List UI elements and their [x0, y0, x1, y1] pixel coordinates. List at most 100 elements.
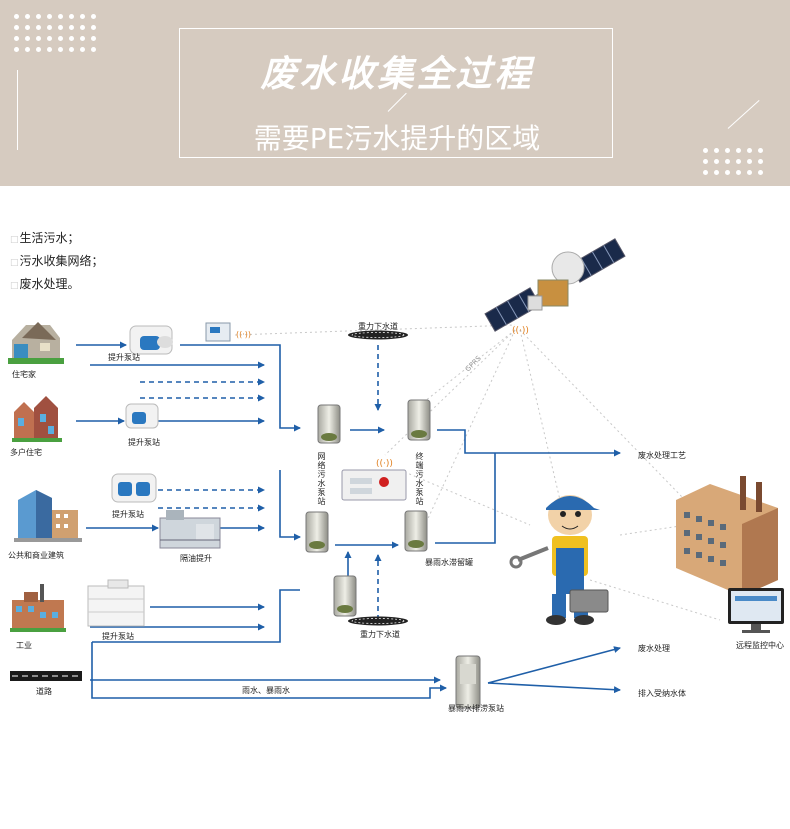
decor-dot [36, 47, 41, 52]
legend-item: 污水收集网络； [10, 251, 104, 274]
decor-dot [91, 14, 96, 19]
network-pump-tank-2 [305, 511, 329, 553]
gravity-sewer-pipe-bottom [348, 616, 408, 626]
decor-dot [758, 159, 763, 164]
storm-retention-tank [404, 510, 428, 552]
flow-lines [76, 341, 621, 699]
decor-dot [47, 25, 52, 30]
label-gravity-sewer-top: 重力下水道 [358, 322, 398, 331]
legend-item: 生活污水； [10, 228, 104, 251]
decor-dot [80, 14, 85, 19]
decor-dot [25, 25, 30, 30]
decor-dot [36, 25, 41, 30]
label-industry: 工业 [16, 641, 32, 650]
treatment-plant-icon [676, 476, 778, 596]
decor-dot [725, 159, 730, 164]
decor-dot [91, 25, 96, 30]
decor-dot [80, 36, 85, 41]
label-wastewater-treatment: 废水处理 [638, 644, 670, 653]
decor-dot [58, 36, 63, 41]
legend: 生活污水； 污水收集网络； 废水处理。 [10, 228, 104, 297]
label-multi-residential: 多户住宅 [10, 448, 42, 457]
decor-dot [14, 47, 19, 52]
label-road: 道路 [36, 687, 52, 696]
label-lift-station-3: 提升泵站 [112, 510, 144, 519]
decor-dot [703, 148, 708, 153]
monitor-icon [728, 588, 784, 633]
label-lift-station-4: 提升泵站 [102, 632, 134, 641]
decor-dot [80, 25, 85, 30]
label-gravity-sewer-bottom: 重力下水道 [360, 630, 400, 639]
header-banner: 废水收集全过程 需要PE污水提升的区域 [0, 0, 790, 186]
decor-dot [747, 148, 752, 153]
wireless-links [234, 324, 721, 621]
wastewater-flow-diagram: ((·)) [8, 238, 784, 709]
svg-text:((·)): ((·)) [512, 326, 529, 336]
decor-dot [736, 148, 741, 153]
road-icon [10, 671, 82, 681]
storm-pump-station-tank [455, 655, 481, 709]
label-rain-storm: 雨水、暴雨水 [242, 686, 290, 695]
pump-unit-icon [111, 473, 157, 503]
lift-tank-bottom [333, 575, 357, 617]
label-terminal-station: 终端污水泵站 [415, 452, 424, 506]
label-residential: 住宅家 [12, 370, 36, 379]
label-public-commercial: 公共和商业建筑 [8, 551, 64, 560]
decor-dot [58, 14, 63, 19]
label-discharge: 排入受纳水体 [638, 689, 686, 698]
label-lift-station-1: 提升泵站 [108, 353, 140, 362]
decor-dot [91, 36, 96, 41]
industrial-tank-icon [87, 579, 145, 627]
decor-dot [703, 159, 708, 164]
decor-dot [747, 170, 752, 175]
decor-dot [91, 47, 96, 52]
gprs-label: GPRS [464, 354, 483, 373]
network-pump-tank-1 [317, 404, 341, 444]
decor-dot [14, 25, 19, 30]
svg-text:((·)): ((·)) [376, 459, 393, 469]
decor-dot [47, 14, 52, 19]
decor-dot [725, 148, 730, 153]
label-network-station: 网络污水泵站 [317, 452, 326, 506]
decor-dot [25, 47, 30, 52]
decor-dot [758, 148, 763, 153]
header-vertical-line [17, 70, 18, 150]
label-storm-pump-station: 暴雨水排涝泵站 [448, 704, 504, 713]
label-wastewater-process: 废水处理工艺 [638, 451, 686, 460]
decor-dot [47, 47, 52, 52]
decor-dot [36, 14, 41, 19]
office-building-icon [14, 490, 82, 542]
terminal-pump-tank [407, 399, 431, 441]
label-storm-tank: 暴雨水滞留罐 [425, 558, 473, 567]
page-subtitle: 需要PE污水提升的区域 [253, 122, 541, 155]
decor-dot [25, 14, 30, 19]
legend-item: 废水处理。 [10, 274, 104, 297]
label-lift-station-2: 提升泵站 [128, 438, 160, 447]
decor-dot [714, 148, 719, 153]
grease-separator-icon [159, 510, 221, 549]
dashed-flow-lines [140, 345, 382, 620]
svg-text:((·)): ((·)) [236, 330, 251, 339]
decor-dot [80, 47, 85, 52]
header-slash-right [727, 100, 760, 129]
decor-dot [14, 36, 19, 41]
decor-dot [69, 14, 74, 19]
decor-dot [14, 14, 19, 19]
gravity-sewer-pipe-top [348, 330, 408, 340]
satellite-icon [484, 238, 626, 332]
page-title: 废水收集全过程 [260, 54, 534, 95]
decor-dot [69, 36, 74, 41]
antenna-icon: ((·)) [512, 326, 529, 336]
pump-unit-icon [125, 403, 159, 429]
decor-dot [25, 36, 30, 41]
title-box: 废水收集全过程 需要PE污水提升的区域 [179, 28, 613, 158]
control-box-icon: ((·)) [205, 322, 251, 342]
label-remote-center: 远程监控中心 [736, 641, 784, 650]
pump-unit-icon [129, 325, 173, 355]
decor-dot [747, 159, 752, 164]
decor-dot [36, 36, 41, 41]
decor-dot [714, 159, 719, 164]
house-icon [8, 322, 64, 364]
factory-icon [10, 584, 66, 632]
decor-dot [714, 170, 719, 175]
